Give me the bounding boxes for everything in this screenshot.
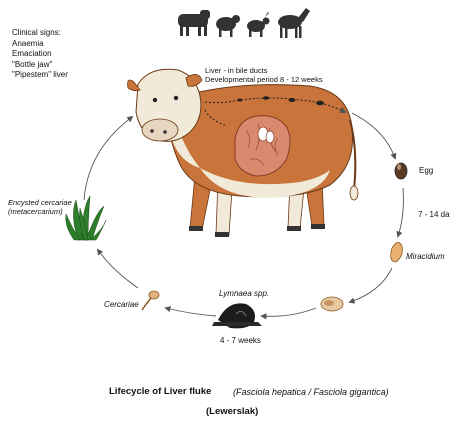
egg-icon <box>395 163 407 179</box>
sheep-icon <box>216 15 240 37</box>
miracidium-icon <box>391 242 403 262</box>
liver-stage-line1: Liver - in bile ducts <box>205 66 323 75</box>
encysted-line2: (metacercarium) <box>8 207 72 216</box>
cercariae-label: Cercariae <box>104 300 139 310</box>
clinical-signs-heading: Clinical signs: <box>12 28 68 39</box>
clinical-sign-item: "Bottle jaw" <box>12 60 68 71</box>
clinical-signs: Clinical signs: Anaemia Emaciation "Bott… <box>12 28 68 81</box>
clinical-sign-item: Emaciation <box>12 49 68 60</box>
cercaria-icon <box>142 291 159 310</box>
snail-icon <box>212 303 262 328</box>
snail-host-label: Lymnaea spp. <box>219 289 269 299</box>
encysted-line1: Encysted cercariae <box>8 198 72 207</box>
horse-icon <box>278 8 310 38</box>
caption-title: Lifecycle of Liver fluke <box>109 387 211 397</box>
clinical-sign-item: "Pipestem" liver <box>12 70 68 81</box>
egg-duration-label: 7 - 14 days <box>418 210 450 220</box>
miracidium-label: Miracidium <box>406 252 445 262</box>
cow-illustration <box>128 69 358 237</box>
caption-species: (Fasciola hepatica / Fasciola gigantica) <box>233 387 389 397</box>
snail-duration-label: 4 - 7 weeks <box>220 336 261 346</box>
liver-stage-label: Liver - in bile ducts Developmental peri… <box>205 66 323 84</box>
cattle-icon <box>178 10 210 36</box>
egg-label: Egg <box>419 166 433 176</box>
liver-stage-line2: Developmental period 8 - 12 weeks <box>205 75 323 84</box>
encysted-cercariae-label: Encysted cercariae (metacercarium) <box>8 198 72 216</box>
host-animal-icons <box>178 8 310 38</box>
clinical-sign-item: Anaemia <box>12 39 68 50</box>
sporocyst-icon <box>321 297 343 311</box>
goat-icon <box>247 12 270 37</box>
caption-credit: (Lewerslak) <box>206 407 258 417</box>
